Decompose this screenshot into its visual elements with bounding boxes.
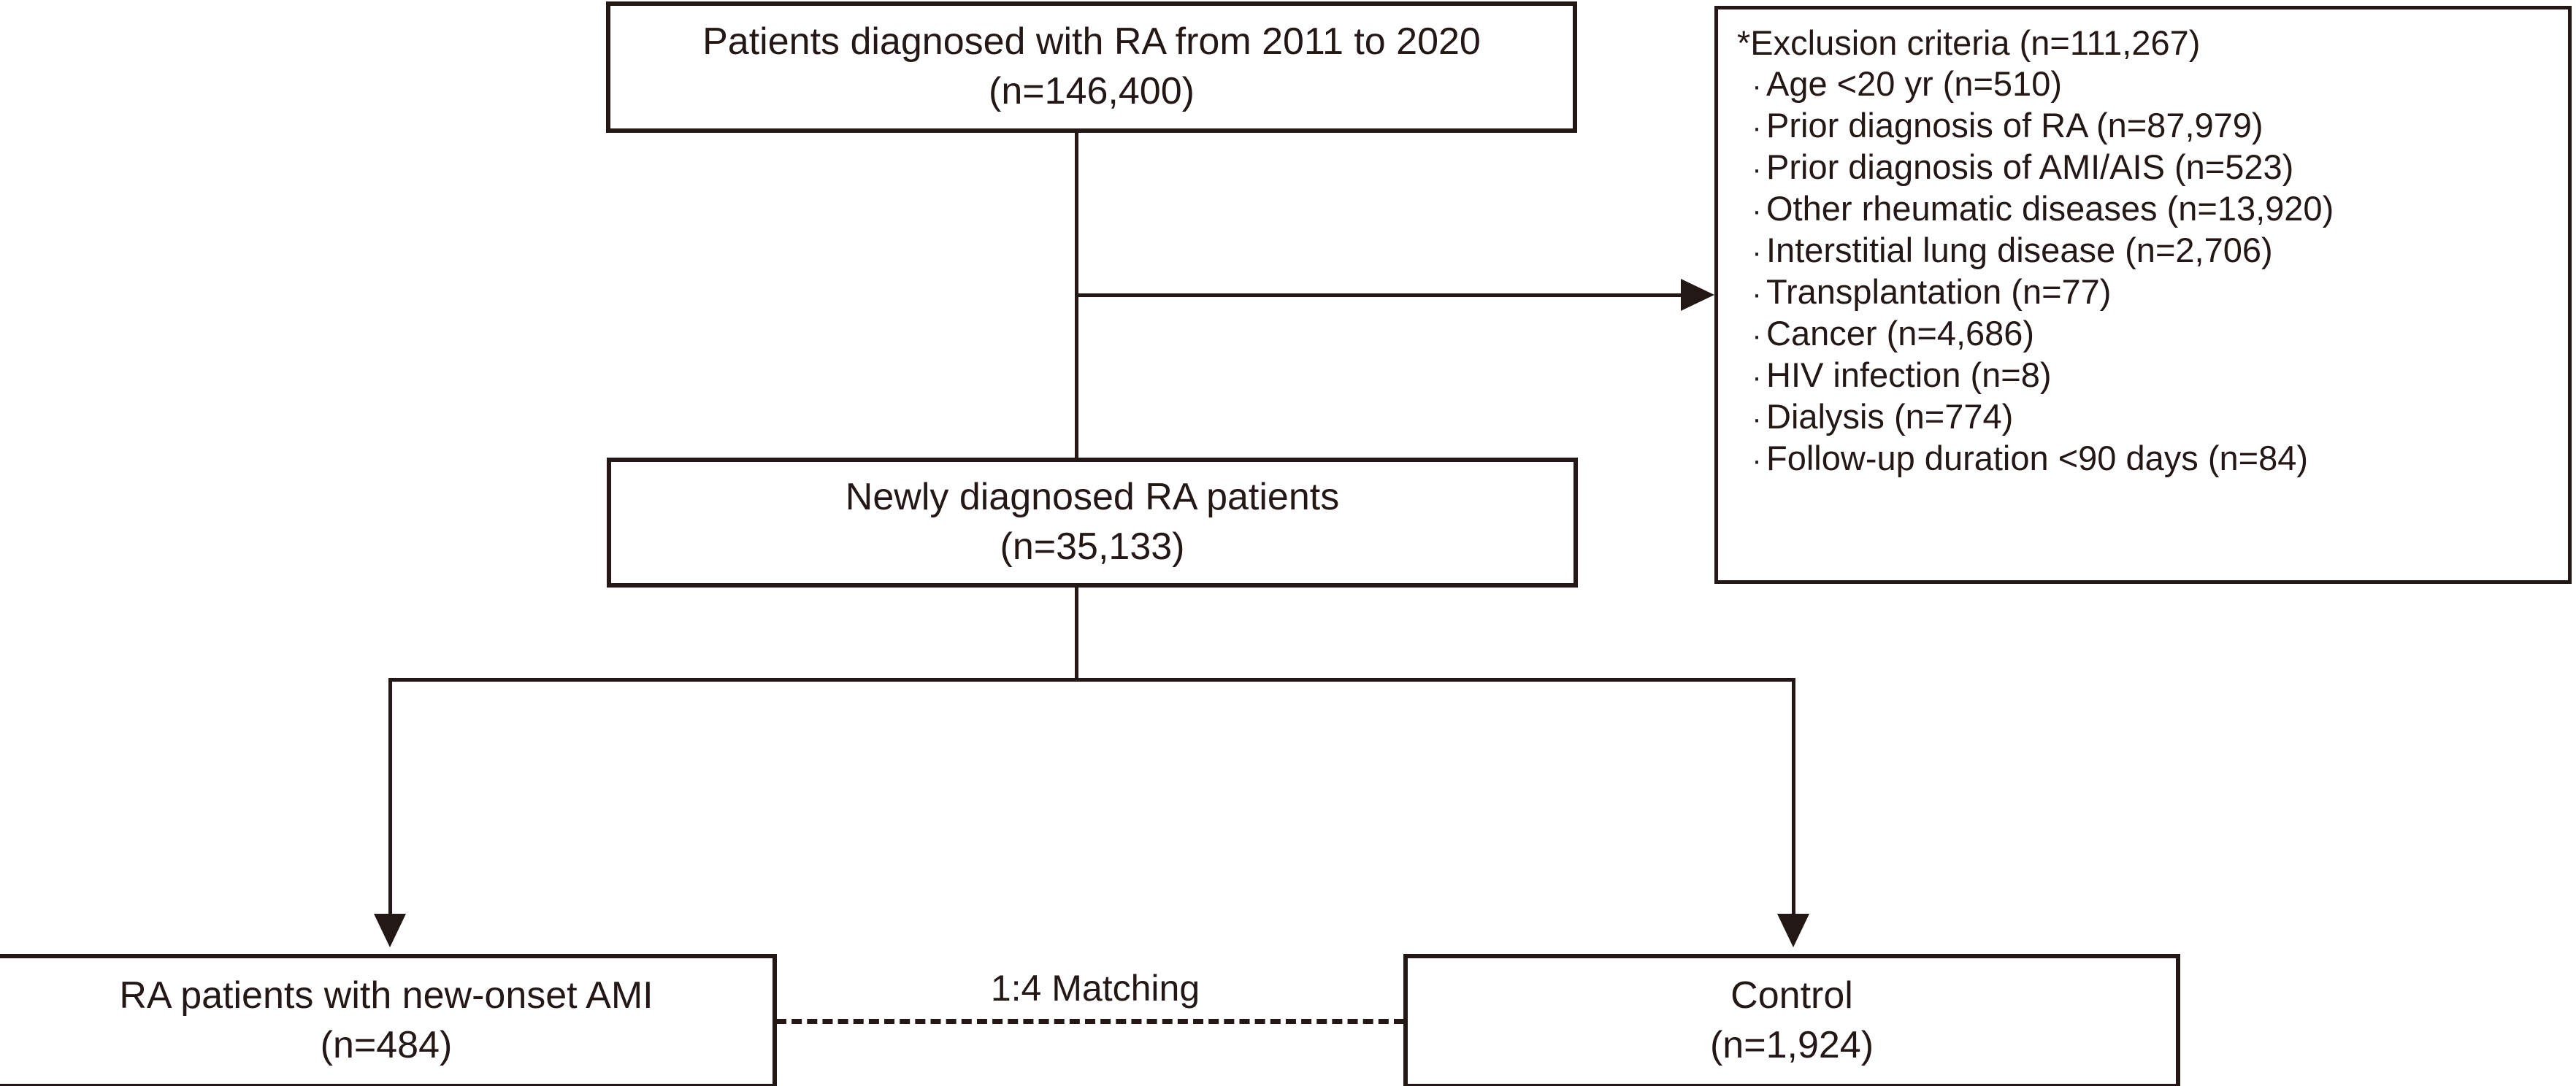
node-ami-count: (n=484) — [320, 1024, 453, 1066]
exclusion-list: · Age <20 yr (n=510) · Prior diagnosis o… — [1737, 63, 2334, 479]
node-cohort-line1: Patients diagnosed with RA from 2011 to … — [702, 20, 1481, 63]
list-item: · Prior diagnosis of AMI/AIS (n=523) — [1747, 146, 2334, 188]
node-newly-diagnosed-box: Newly diagnosed RA patients (n=35,133) — [607, 458, 1578, 588]
bullet-icon: · — [1752, 236, 1762, 269]
node-cohort-count: (n=146,400) — [989, 70, 1195, 112]
exclusion-item-label: Other rheumatic diseases (n=13,920) — [1766, 189, 2334, 228]
list-item: · HIV infection (n=8) — [1747, 354, 2334, 396]
exclusion-item-label: Age <20 yr (n=510) — [1766, 64, 2062, 103]
node-newly-count: (n=35,133) — [1000, 525, 1185, 568]
edge-newly-stem — [1075, 588, 1078, 681]
exclusion-item-label: Follow-up duration <90 days (n=84) — [1766, 439, 2308, 477]
node-ami-line1: RA patients with new-onset AMI — [119, 974, 653, 1017]
edge-control-arrowhead — [1777, 914, 1809, 947]
node-ami-group-box: RA patients with new-onset AMI (n=484) — [0, 954, 777, 1086]
bullet-icon: · — [1752, 70, 1762, 102]
exclusion-item-label: Prior diagnosis of RA (n=87,979) — [1766, 106, 2263, 145]
exclusion-item-label: Prior diagnosis of AMI/AIS (n=523) — [1766, 147, 2294, 186]
list-item: · Dialysis (n=774) — [1747, 396, 2334, 437]
node-control-count: (n=1,924) — [1709, 1024, 1874, 1066]
node-control-line1: Control — [1730, 974, 1853, 1017]
exclusion-item-label: Transplantation (n=77) — [1766, 272, 2112, 311]
matching-ratio-label: 1:4 Matching — [990, 968, 1200, 1009]
node-cohort-box: Patients diagnosed with RA from 2011 to … — [606, 1, 1577, 133]
bullet-icon: · — [1752, 403, 1762, 435]
bullet-icon: · — [1752, 444, 1762, 477]
exclusion-item-label: Dialysis (n=774) — [1766, 397, 2014, 436]
list-item: · Interstitial lung disease (n=2,706) — [1747, 229, 2334, 271]
exclusion-item-label: Interstitial lung disease (n=2,706) — [1766, 231, 2273, 269]
exclusion-item-label: Cancer (n=4,686) — [1766, 314, 2035, 353]
bullet-icon: · — [1752, 278, 1762, 310]
edge-split-right-drop — [1792, 678, 1795, 915]
bullet-icon: · — [1752, 112, 1762, 144]
edge-split-bar — [388, 678, 1795, 682]
bullet-icon: · — [1752, 153, 1762, 185]
edge-split-left-drop — [388, 678, 392, 915]
list-item: · Cancer (n=4,686) — [1747, 312, 2334, 354]
node-newly-line1: Newly diagnosed RA patients — [845, 476, 1340, 519]
exclusion-item-label: HIV infection (n=8) — [1766, 355, 2052, 394]
node-control-group-box: Control (n=1,924) — [1403, 954, 2180, 1086]
exclusion-title: *Exclusion criteria (n=111,267) — [1737, 23, 2201, 62]
edge-exclusion-arrowhead — [1681, 279, 1714, 311]
edge-matching-dashed-line — [776, 1019, 1404, 1024]
list-item: · Other rheumatic diseases (n=13,920) — [1747, 188, 2334, 229]
edge-ami-arrowhead — [374, 914, 406, 947]
list-item: · Follow-up duration <90 days (n=84) — [1747, 437, 2334, 479]
list-item: · Age <20 yr (n=510) — [1747, 63, 2334, 104]
edge-cohort-to-exclusion — [1075, 293, 1682, 297]
list-item: · Transplantation (n=77) — [1747, 271, 2334, 312]
bullet-icon: · — [1752, 195, 1762, 227]
exclusion-criteria-box: *Exclusion criteria (n=111,267) · Age <2… — [1714, 6, 2572, 584]
list-item: · Prior diagnosis of RA (n=87,979) — [1747, 104, 2334, 146]
bullet-icon: · — [1752, 361, 1762, 393]
bullet-icon: · — [1752, 320, 1762, 352]
